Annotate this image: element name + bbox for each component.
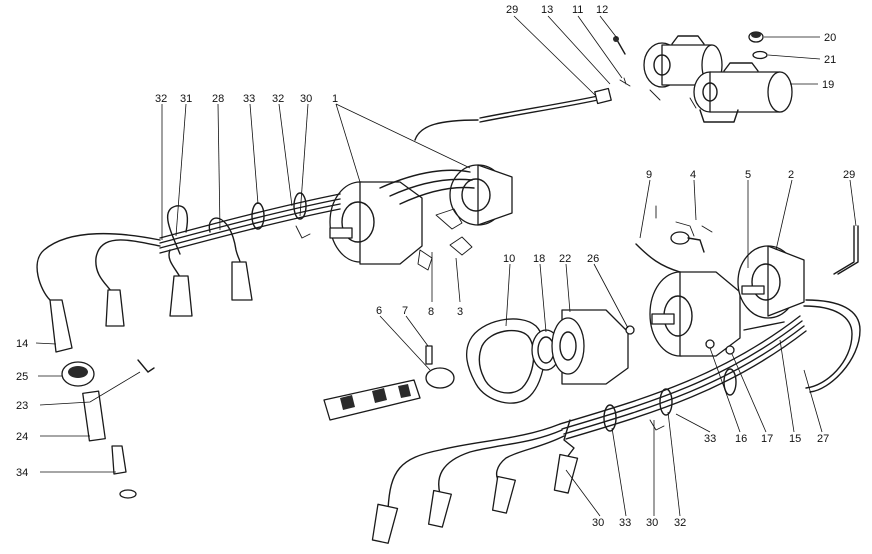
- callout-33-bottom: 33: [619, 517, 631, 529]
- callout-9: 9: [646, 169, 652, 181]
- callout-15: 15: [789, 433, 801, 445]
- coil-terminal-screws: [613, 36, 631, 87]
- callout-18: 18: [533, 253, 545, 265]
- callout-28: 28: [212, 93, 224, 105]
- upper-ht-leads: [36, 192, 341, 301]
- callout-25: 25: [16, 371, 28, 383]
- callout-22: 22: [559, 253, 571, 265]
- callout-8: 8: [428, 306, 434, 318]
- camshaft-gear: [323, 345, 455, 421]
- distributor-upper: [329, 164, 513, 271]
- callout-33-right: 33: [704, 433, 716, 445]
- callout-32-upper-right: 32: [272, 93, 284, 105]
- ignition-coils: [643, 35, 793, 123]
- lower-ht-leads: [387, 299, 861, 511]
- callout-12: 12: [596, 4, 608, 16]
- callout-6: 6: [376, 305, 382, 317]
- callout-11: 11: [572, 4, 583, 16]
- callout-34: 34: [16, 467, 28, 479]
- callout-24: 24: [16, 431, 28, 443]
- distributor-lower: [635, 205, 859, 357]
- callout-30-bottom-left: 30: [592, 517, 604, 529]
- tachometer-cable: [414, 87, 612, 141]
- callout-20: 20: [824, 32, 836, 44]
- coil-nut-and-washer: [748, 31, 768, 60]
- gasket-and-flange: [465, 309, 635, 404]
- callout-3: 3: [457, 306, 463, 318]
- plug-caps-lower: [371, 453, 579, 544]
- left-plug-parts: [49, 299, 155, 499]
- callout-21: 21: [824, 54, 836, 66]
- callout-27: 27: [817, 433, 829, 445]
- callout-29-right: 29: [843, 169, 855, 181]
- callout-2: 2: [788, 169, 794, 181]
- callout-7: 7: [402, 305, 408, 317]
- leader-lines: [35, 15, 857, 517]
- callout-5: 5: [745, 169, 751, 181]
- callout-30-bottom-right: 30: [646, 517, 658, 529]
- callout-1: 1: [332, 93, 338, 105]
- callout-14: 14: [16, 338, 28, 350]
- callout-19: 19: [822, 79, 834, 91]
- callout-31: 31: [180, 93, 192, 105]
- callout-4: 4: [690, 169, 696, 181]
- callout-17: 17: [761, 433, 773, 445]
- callout-32-upper-left: 32: [155, 93, 167, 105]
- plug-caps-upper: [105, 261, 253, 327]
- callout-16: 16: [735, 433, 747, 445]
- callout-26: 26: [587, 253, 599, 265]
- callout-13: 13: [541, 4, 553, 16]
- callout-23: 23: [16, 400, 28, 412]
- callout-labels: 29 13 11 12 20 21 19 32 31 28 33 32 30 1…: [16, 4, 855, 529]
- callout-10: 10: [503, 253, 515, 265]
- callout-30-upper: 30: [300, 93, 312, 105]
- callout-29-top: 29: [506, 4, 518, 16]
- callout-33-upper: 33: [243, 93, 255, 105]
- callout-32-bottom: 32: [674, 517, 686, 529]
